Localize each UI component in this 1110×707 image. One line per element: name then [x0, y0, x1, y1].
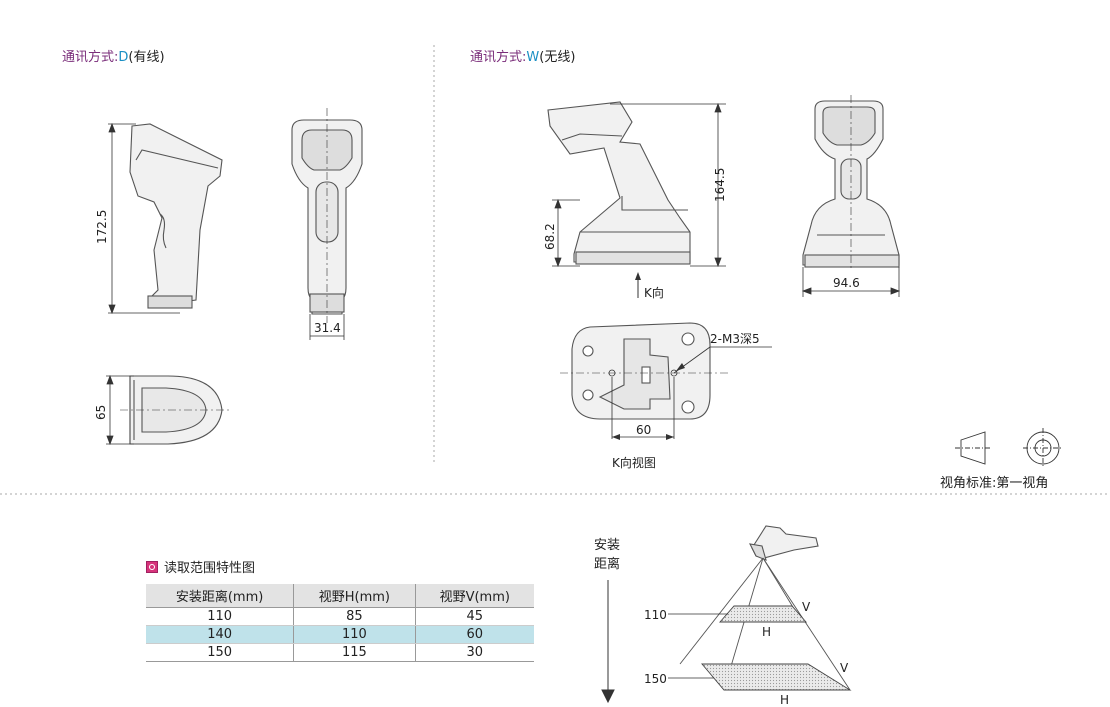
dim-mount-spacing: 60: [636, 423, 651, 437]
dim-mount-hole: 2-M3深5: [710, 332, 760, 346]
table-cell: 45: [414, 607, 534, 626]
table-row: 150 115 30: [146, 643, 534, 662]
projection-label: 视角标准:第一视角: [940, 476, 1049, 491]
k-view-drawing: 60 2-M3深5: [560, 322, 772, 440]
header-wired: 通讯方式:D(有线): [62, 46, 165, 65]
header-wired-suffix: (有线): [128, 50, 165, 65]
wireless-scanner-side-view: 164.5 68.2: [543, 101, 727, 268]
dim-wired-height: 172.5: [95, 210, 109, 244]
wired-scanner-bottom-view: 65: [94, 374, 230, 446]
dim-cradle-width: 94.6: [833, 276, 860, 290]
dim-wired-width: 31.4: [314, 321, 341, 335]
col-header-distance: 安装距离(mm): [146, 584, 294, 608]
near-v-label: V: [802, 600, 811, 614]
table-cell: 60: [414, 625, 534, 644]
col-header-v: 视野V(mm): [414, 584, 534, 608]
field-of-view-diagram: 110 150 H V H V: [601, 525, 852, 705]
wireless-scanner-front-view: 94.6: [801, 95, 901, 297]
scanner-icon: [749, 525, 819, 561]
header-wireless-prefix: 通讯方式:: [470, 50, 527, 65]
table-cell: 85: [293, 607, 415, 626]
k-arrow-label: K向: [644, 286, 664, 300]
dim-wired-base: 65: [94, 405, 108, 420]
wired-scanner-side-view: 172.5: [95, 122, 223, 315]
header-wired-prefix: 通讯方式:: [62, 50, 119, 65]
near-distance-label: 110: [644, 608, 667, 622]
near-h-label: H: [762, 625, 771, 639]
table-cell: 140: [146, 625, 294, 644]
header-wireless-code: W: [526, 50, 540, 65]
range-chart-title: 读取范围特性图: [146, 557, 255, 576]
table-cell: 110: [146, 607, 294, 626]
bullet-icon: [146, 561, 158, 573]
table-cell: 115: [293, 643, 415, 662]
truncated-cone-icon: [960, 431, 986, 465]
table-cell: 110: [293, 625, 415, 644]
col-header-h: 视野H(mm): [293, 584, 415, 608]
axis-label-bottom: 距离: [594, 557, 621, 572]
far-h-label: H: [780, 693, 789, 705]
header-wireless: 通讯方式:W(无线): [470, 46, 575, 65]
wired-scanner-front-view: 31.4: [291, 108, 363, 340]
range-table: 安装距离(mm) 视野H(mm) 视野V(mm) 110 85 45 140 1…: [146, 584, 534, 662]
header-wireless-suffix: (无线): [539, 50, 576, 65]
k-view-arrow: [635, 272, 641, 298]
table-row: 110 85 45: [146, 607, 534, 626]
table-cell: 150: [146, 643, 294, 662]
dim-wireless-height: 164.5: [713, 168, 727, 202]
range-chart-title-text: 读取范围特性图: [164, 561, 256, 576]
far-v-label: V: [840, 661, 849, 675]
range-table-header: 安装距离(mm) 视野H(mm) 视野V(mm): [146, 584, 534, 608]
k-view-caption: K向视图: [612, 456, 656, 470]
table-row: 140 110 60: [146, 625, 534, 644]
header-wired-code: D: [118, 50, 129, 65]
far-distance-label: 150: [644, 672, 667, 686]
projection-symbol: [955, 428, 1063, 468]
table-cell: 30: [414, 643, 534, 662]
axis-label-top: 安装: [594, 538, 621, 553]
range-table-wrap: 安装距离(mm) 视野H(mm) 视野V(mm) 110 85 45 140 1…: [146, 584, 534, 662]
dim-cradle-height: 68.2: [543, 223, 557, 250]
